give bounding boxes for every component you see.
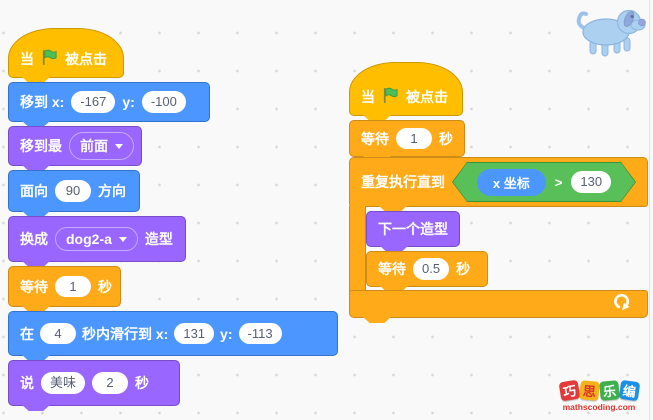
x-position-reporter[interactable]: x 坐标	[477, 169, 546, 196]
chevron-down-icon	[118, 236, 127, 242]
block-label: 面向	[20, 183, 48, 199]
block-label: 造型	[144, 231, 173, 247]
dropdown-value: dog2-a	[66, 231, 112, 247]
y-input[interactable]: -100	[141, 91, 186, 113]
block-label: y:	[122, 94, 135, 110]
chevron-down-icon	[115, 143, 123, 149]
wait-seconds-block[interactable]: 等待 1 秒	[349, 120, 465, 157]
glide-x-input[interactable]: 131	[174, 322, 215, 345]
block-label: 秒	[135, 375, 150, 391]
glide-to-xy-block[interactable]: 在 4 秒内滑行到 x: 131 y: -113	[8, 311, 338, 356]
brand-logo: 巧 思 乐 编 mathscoding.com	[555, 379, 643, 412]
say-for-seconds-block[interactable]: 说 美味 2 秒	[8, 360, 180, 406]
block-label: 秒内滑行到 x:	[82, 325, 169, 342]
layer-dropdown[interactable]: 前面	[69, 132, 134, 160]
next-costume-block[interactable]: 下一个造型	[366, 211, 460, 247]
direction-input[interactable]: 90	[55, 180, 91, 202]
block-label: 等待	[361, 130, 389, 147]
block-label: 秒	[439, 130, 453, 147]
block-label: y:	[220, 325, 233, 342]
costume-dropdown[interactable]: dog2-a	[55, 227, 138, 251]
goto-xy-block[interactable]: 移到 x: -167 y: -100	[8, 82, 210, 122]
greater-than-operator[interactable]: x 坐标 > 130	[452, 162, 636, 202]
block-label: 当	[20, 51, 34, 67]
operator-value-input[interactable]: 130	[571, 171, 611, 193]
logo-tile: 巧	[558, 379, 580, 402]
block-label: 被点击	[65, 51, 107, 67]
block-label: 移到 x:	[20, 94, 65, 110]
repeat-until-block[interactable]: 重复执行直到 x 坐标 > 130	[349, 157, 648, 207]
block-label: 移到最	[20, 138, 62, 154]
say-secs-input[interactable]: 2	[92, 372, 129, 394]
block-label: 下一个造型	[378, 221, 448, 237]
block-label: 等待	[378, 261, 406, 277]
workspace-edge-divider	[649, 0, 650, 420]
wait-time-input[interactable]: 1	[55, 275, 91, 298]
when-flag-clicked-block[interactable]: 当 被点击	[349, 62, 463, 116]
wait-time-input[interactable]: 1	[396, 127, 432, 150]
block-label: 在	[20, 325, 34, 342]
glide-secs-input[interactable]: 4	[40, 322, 76, 345]
dropdown-value: 前面	[80, 138, 108, 154]
say-message-input[interactable]: 美味	[41, 372, 86, 394]
dog-sprite-image	[572, 6, 648, 65]
wait-time-input[interactable]: 0.5	[413, 258, 450, 280]
block-label: 秒	[456, 261, 471, 277]
block-label: 重复执行直到	[361, 174, 445, 190]
block-label: 当	[361, 89, 375, 105]
glide-y-input[interactable]: -113	[238, 322, 282, 345]
block-label: 秒	[98, 278, 112, 295]
when-flag-clicked-block[interactable]: 当 被点击	[8, 28, 124, 78]
loop-arrow-icon	[613, 293, 633, 316]
wait-seconds-block[interactable]: 等待 0.5 秒	[366, 251, 488, 287]
logo-tile: 思	[578, 380, 600, 401]
logo-tile: 编	[618, 379, 640, 402]
logo-tile: 乐	[598, 380, 620, 401]
point-in-direction-block[interactable]: 面向 90 方向	[8, 170, 140, 212]
repeat-until-foot	[349, 290, 648, 318]
block-label: 说	[20, 375, 34, 391]
block-label: 方向	[98, 183, 126, 199]
operator-symbol: >	[554, 174, 563, 190]
wait-seconds-block[interactable]: 等待 1 秒	[8, 266, 121, 307]
block-label: 等待	[20, 278, 48, 295]
switch-costume-block[interactable]: 换成 dog2-a 造型	[8, 216, 186, 262]
block-label: 换成	[20, 231, 48, 247]
block-label: 被点击	[406, 89, 448, 105]
green-flag-icon	[41, 49, 58, 69]
repeat-until-arm	[349, 206, 366, 292]
x-input[interactable]: -167	[71, 91, 116, 113]
brand-site-text: mathscoding.com	[562, 402, 636, 412]
go-to-front-layer-block[interactable]: 移到最 前面	[8, 126, 142, 166]
brand-logo-tiles: 巧 思 乐 编	[555, 379, 643, 402]
green-flag-icon	[382, 87, 399, 107]
